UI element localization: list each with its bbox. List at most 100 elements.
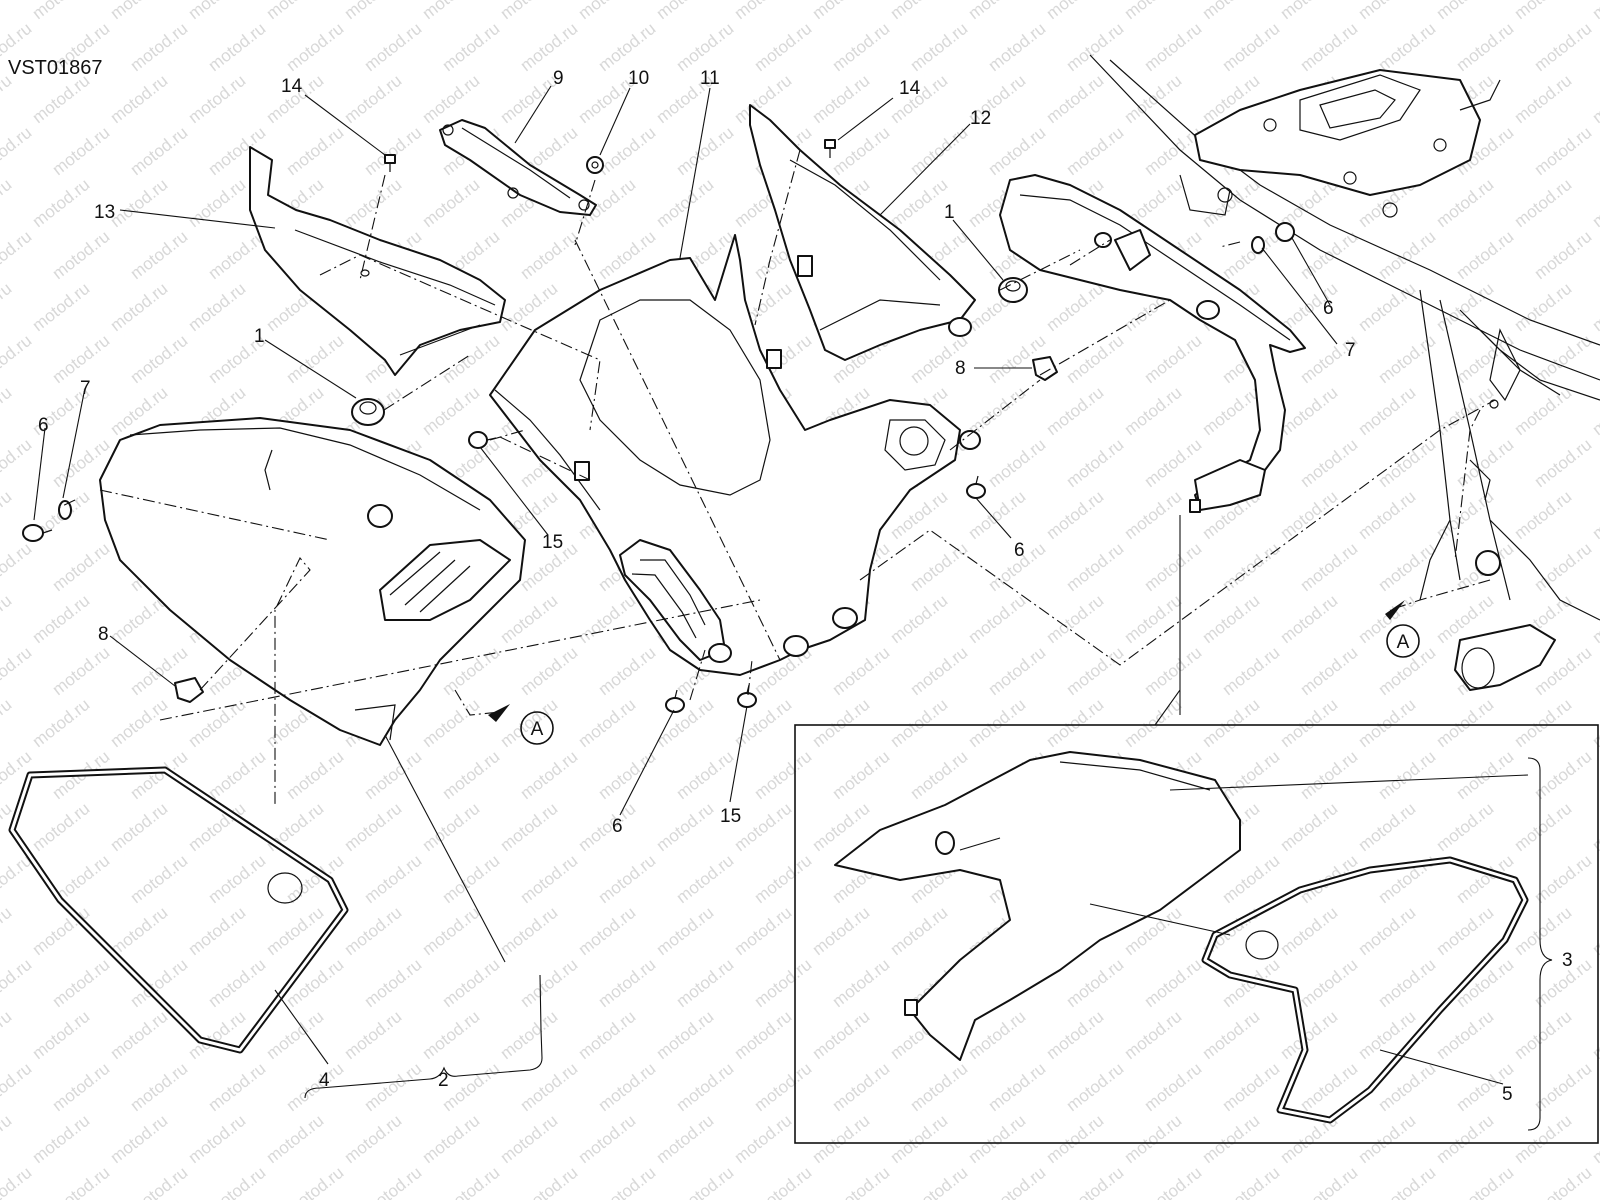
watermark-text: motod.ru [575,799,640,855]
watermark-text: motod.ru [1043,71,1108,127]
watermark-text: motod.ru [1141,1059,1206,1115]
drawing-code: VST01867 [8,57,103,79]
watermark-text: motod.ru [575,0,640,23]
label-13: 13 [94,202,115,223]
watermark-text: motod.ru [809,0,874,23]
watermark-text: motod.ru [419,695,484,751]
watermark-text: motod.ru [1141,123,1206,179]
watermark-text: motod.ru [1297,955,1362,1011]
watermark-text: motod.ru [1531,19,1596,75]
svg-text:A: A [531,719,544,740]
watermark-text: motod.ru [0,643,35,699]
part-10-nut [586,156,604,174]
watermark-text: motod.ru [1589,279,1600,335]
label-12: 12 [970,108,991,129]
watermark-text: motod.ru [1063,539,1128,595]
label-6-left: 6 [38,415,49,436]
label-6-center-a: 6 [612,816,623,837]
watermark-text: motod.ru [751,851,816,907]
watermark-text: motod.ru [1531,1163,1596,1200]
view-marker-a-left: A [520,711,554,745]
watermark-text: motod.ru [0,1007,15,1063]
watermark-text: motod.ru [1219,19,1284,75]
watermark-text: motod.ru [517,19,582,75]
watermark-text: motod.ru [731,0,796,23]
label-9: 9 [553,68,564,89]
watermark-text: motod.ru [887,591,952,647]
watermark-text: motod.ru [361,19,426,75]
watermark-text: motod.ru [1199,1007,1264,1063]
watermark-text: motod.ru [517,851,582,907]
watermark-text: motod.ru [205,1163,270,1200]
watermark-text: motod.ru [1121,383,1186,439]
part-1-grommet-right [998,277,1028,303]
watermark-text: motod.ru [127,19,192,75]
watermark-text: motod.ru [653,1007,718,1063]
watermark-text: motod.ru [419,175,484,231]
watermark-text: motod.ru [1355,383,1420,439]
watermark-text: motod.ru [361,1163,426,1200]
watermark-text: motod.ru [829,747,894,803]
watermark-text: motod.ru [497,71,562,127]
watermark-text: motod.ru [517,1163,582,1200]
watermark-text: motod.ru [1141,331,1206,387]
watermark-text: motod.ru [595,1163,660,1200]
watermark-text: motod.ru [595,643,660,699]
watermark-text: motod.ru [0,279,15,335]
label-15-a: 15 [542,532,563,553]
frame-subassembly [1089,54,1600,691]
watermark-text: motod.ru [1511,71,1576,127]
watermark-text: motod.ru [419,0,484,23]
watermark-text: motod.ru [361,747,426,803]
watermark-text: motod.ru [127,1059,192,1115]
view-marker-a-right: A [1386,624,1420,658]
watermark-text: motod.ru [107,903,172,959]
watermark-text: motod.ru [1453,747,1518,803]
watermark-text: motod.ru [341,799,406,855]
watermark-text: motod.ru [1141,1163,1206,1200]
part-2-left-side-panel [99,417,526,746]
watermark-text: motod.ru [1511,175,1576,231]
part-7-washer-left [58,500,72,520]
callout-labels: 14 13 9 10 11 14 12 1 1 7 6 6 7 8 6 15 8… [38,68,1573,1105]
watermark-text: motod.ru [1063,435,1128,491]
watermark-text: motod.ru [1277,487,1342,543]
watermark-text: motod.ru [185,175,250,231]
label-1-right: 1 [944,202,955,223]
watermark-text: motod.ru [965,695,1030,751]
watermark-text: motod.ru [263,1111,328,1167]
watermark-text: motod.ru [1355,799,1420,855]
watermark-text: motod.ru [1219,643,1284,699]
watermark-text: motod.ru [1277,903,1342,959]
watermark-text: motod.ru [1277,383,1342,439]
watermark-text: motod.ru [907,123,972,179]
watermark-text: motod.ru [0,1163,35,1200]
watermark-text: motod.ru [283,1163,348,1200]
watermark-text: motod.ru [751,1059,816,1115]
watermark-text: motod.ru [0,71,15,127]
watermark-text: motod.ru [1219,1163,1284,1200]
watermark-text: motod.ru [107,799,172,855]
watermark-text: motod.ru [829,1163,894,1200]
watermark-text: motod.ru [829,1059,894,1115]
watermark-text: motod.ru [205,1059,270,1115]
watermark-text: motod.ru [1199,591,1264,647]
watermark-text: motod.ru [0,435,35,491]
watermark-text: motod.ru [29,903,94,959]
label-5: 5 [1502,1084,1513,1105]
watermark-text: motod.ru [1511,279,1576,335]
watermark-text: motod.ru [985,435,1050,491]
watermark-text: motod.ru [1199,1111,1264,1167]
watermark-text: motod.ru [1043,487,1108,543]
watermark-text: motod.ru [1121,487,1186,543]
watermark-text: motod.ru [107,1007,172,1063]
watermark-text: motod.ru [1589,383,1600,439]
watermark-text: motod.ru [673,1163,738,1200]
watermark-text: motod.ru [439,331,504,387]
watermark-text: motod.ru [1511,1111,1576,1167]
part-6-screw-center-b [966,475,986,499]
watermark-text: motod.ru [965,591,1030,647]
watermark-text: motod.ru [283,331,348,387]
part-6-screw-center-a [665,689,685,713]
watermark-text: motod.ru [1433,1007,1498,1063]
